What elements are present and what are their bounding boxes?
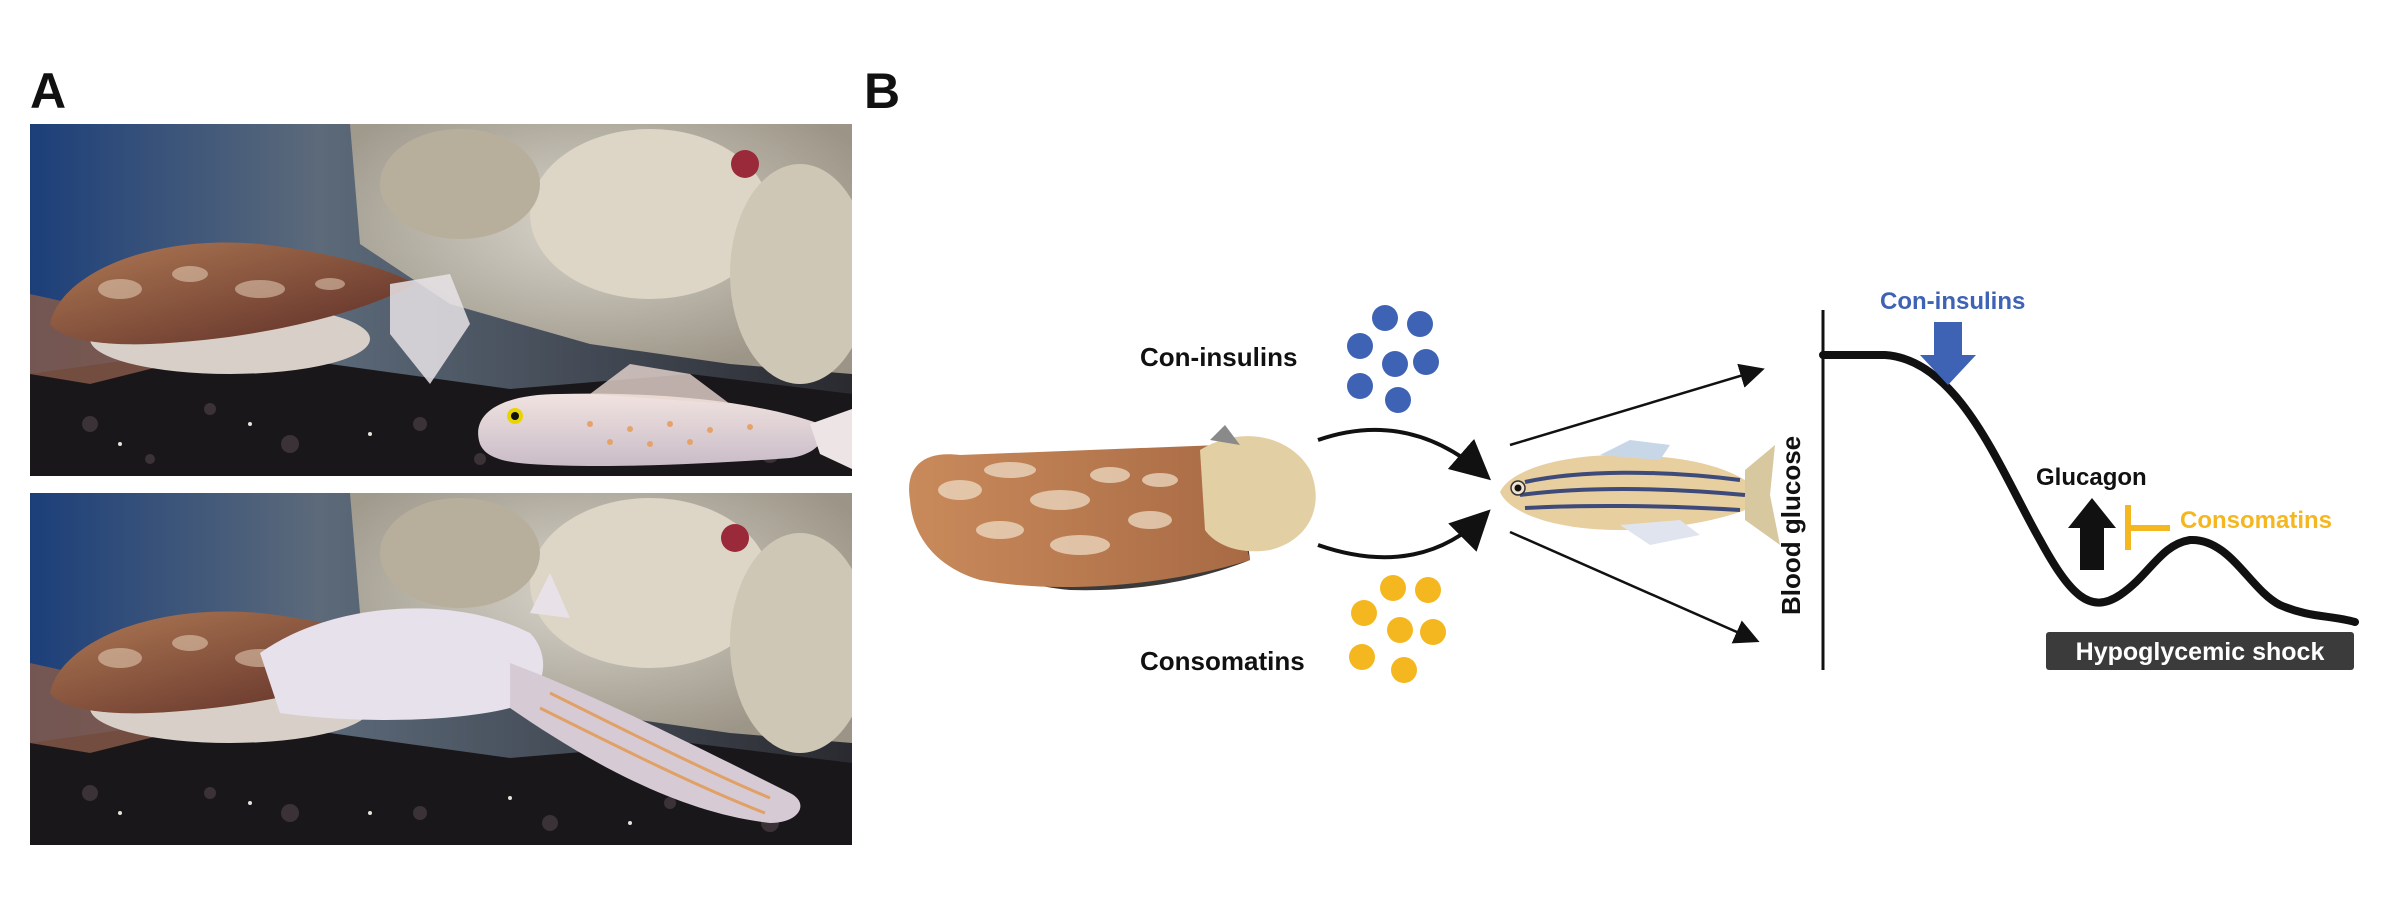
graph-con-insulins-label: Con-insulins xyxy=(1880,288,2025,315)
glucagon-label: Glucagon xyxy=(2036,464,2147,491)
con-insulins-down-arrow xyxy=(1920,322,1976,385)
arrow-to-graph-lower xyxy=(1509,530,1760,644)
panel-b-label: B xyxy=(864,63,901,119)
y-axis-label: Blood glucose xyxy=(1776,436,1806,615)
hypoglycemic-shock-box xyxy=(2046,632,2354,670)
con-insulin-curved-arrow xyxy=(1317,427,1492,481)
glucagon-up-arrow xyxy=(2068,498,2116,570)
panel-a-label: A xyxy=(30,63,67,119)
photo-cone-snail-engulfing-fish xyxy=(30,493,852,845)
con-insulins-label: Con-insulins xyxy=(1140,342,1297,372)
cone-snail-illustration xyxy=(909,425,1316,591)
consomatin-molecules xyxy=(1349,575,1446,683)
consomatin-curved-arrow xyxy=(1317,509,1491,560)
arrow-to-graph-upper xyxy=(1509,363,1765,447)
con-insulin-molecules xyxy=(1347,305,1439,413)
photo-cone-snail-approaching-fish xyxy=(30,124,852,476)
panel-b-diagram: Con-insulins Consomatins Blood glucose C… xyxy=(909,288,2359,683)
zebrafish-illustration xyxy=(1500,440,1780,545)
blood-glucose-curve xyxy=(1819,351,2359,626)
hypoglycemic-shock-label: Hypoglycemic shock xyxy=(2076,638,2325,666)
consomatins-label: Consomatins xyxy=(1140,646,1305,676)
graph-consomatins-label: Consomatins xyxy=(2180,507,2332,534)
